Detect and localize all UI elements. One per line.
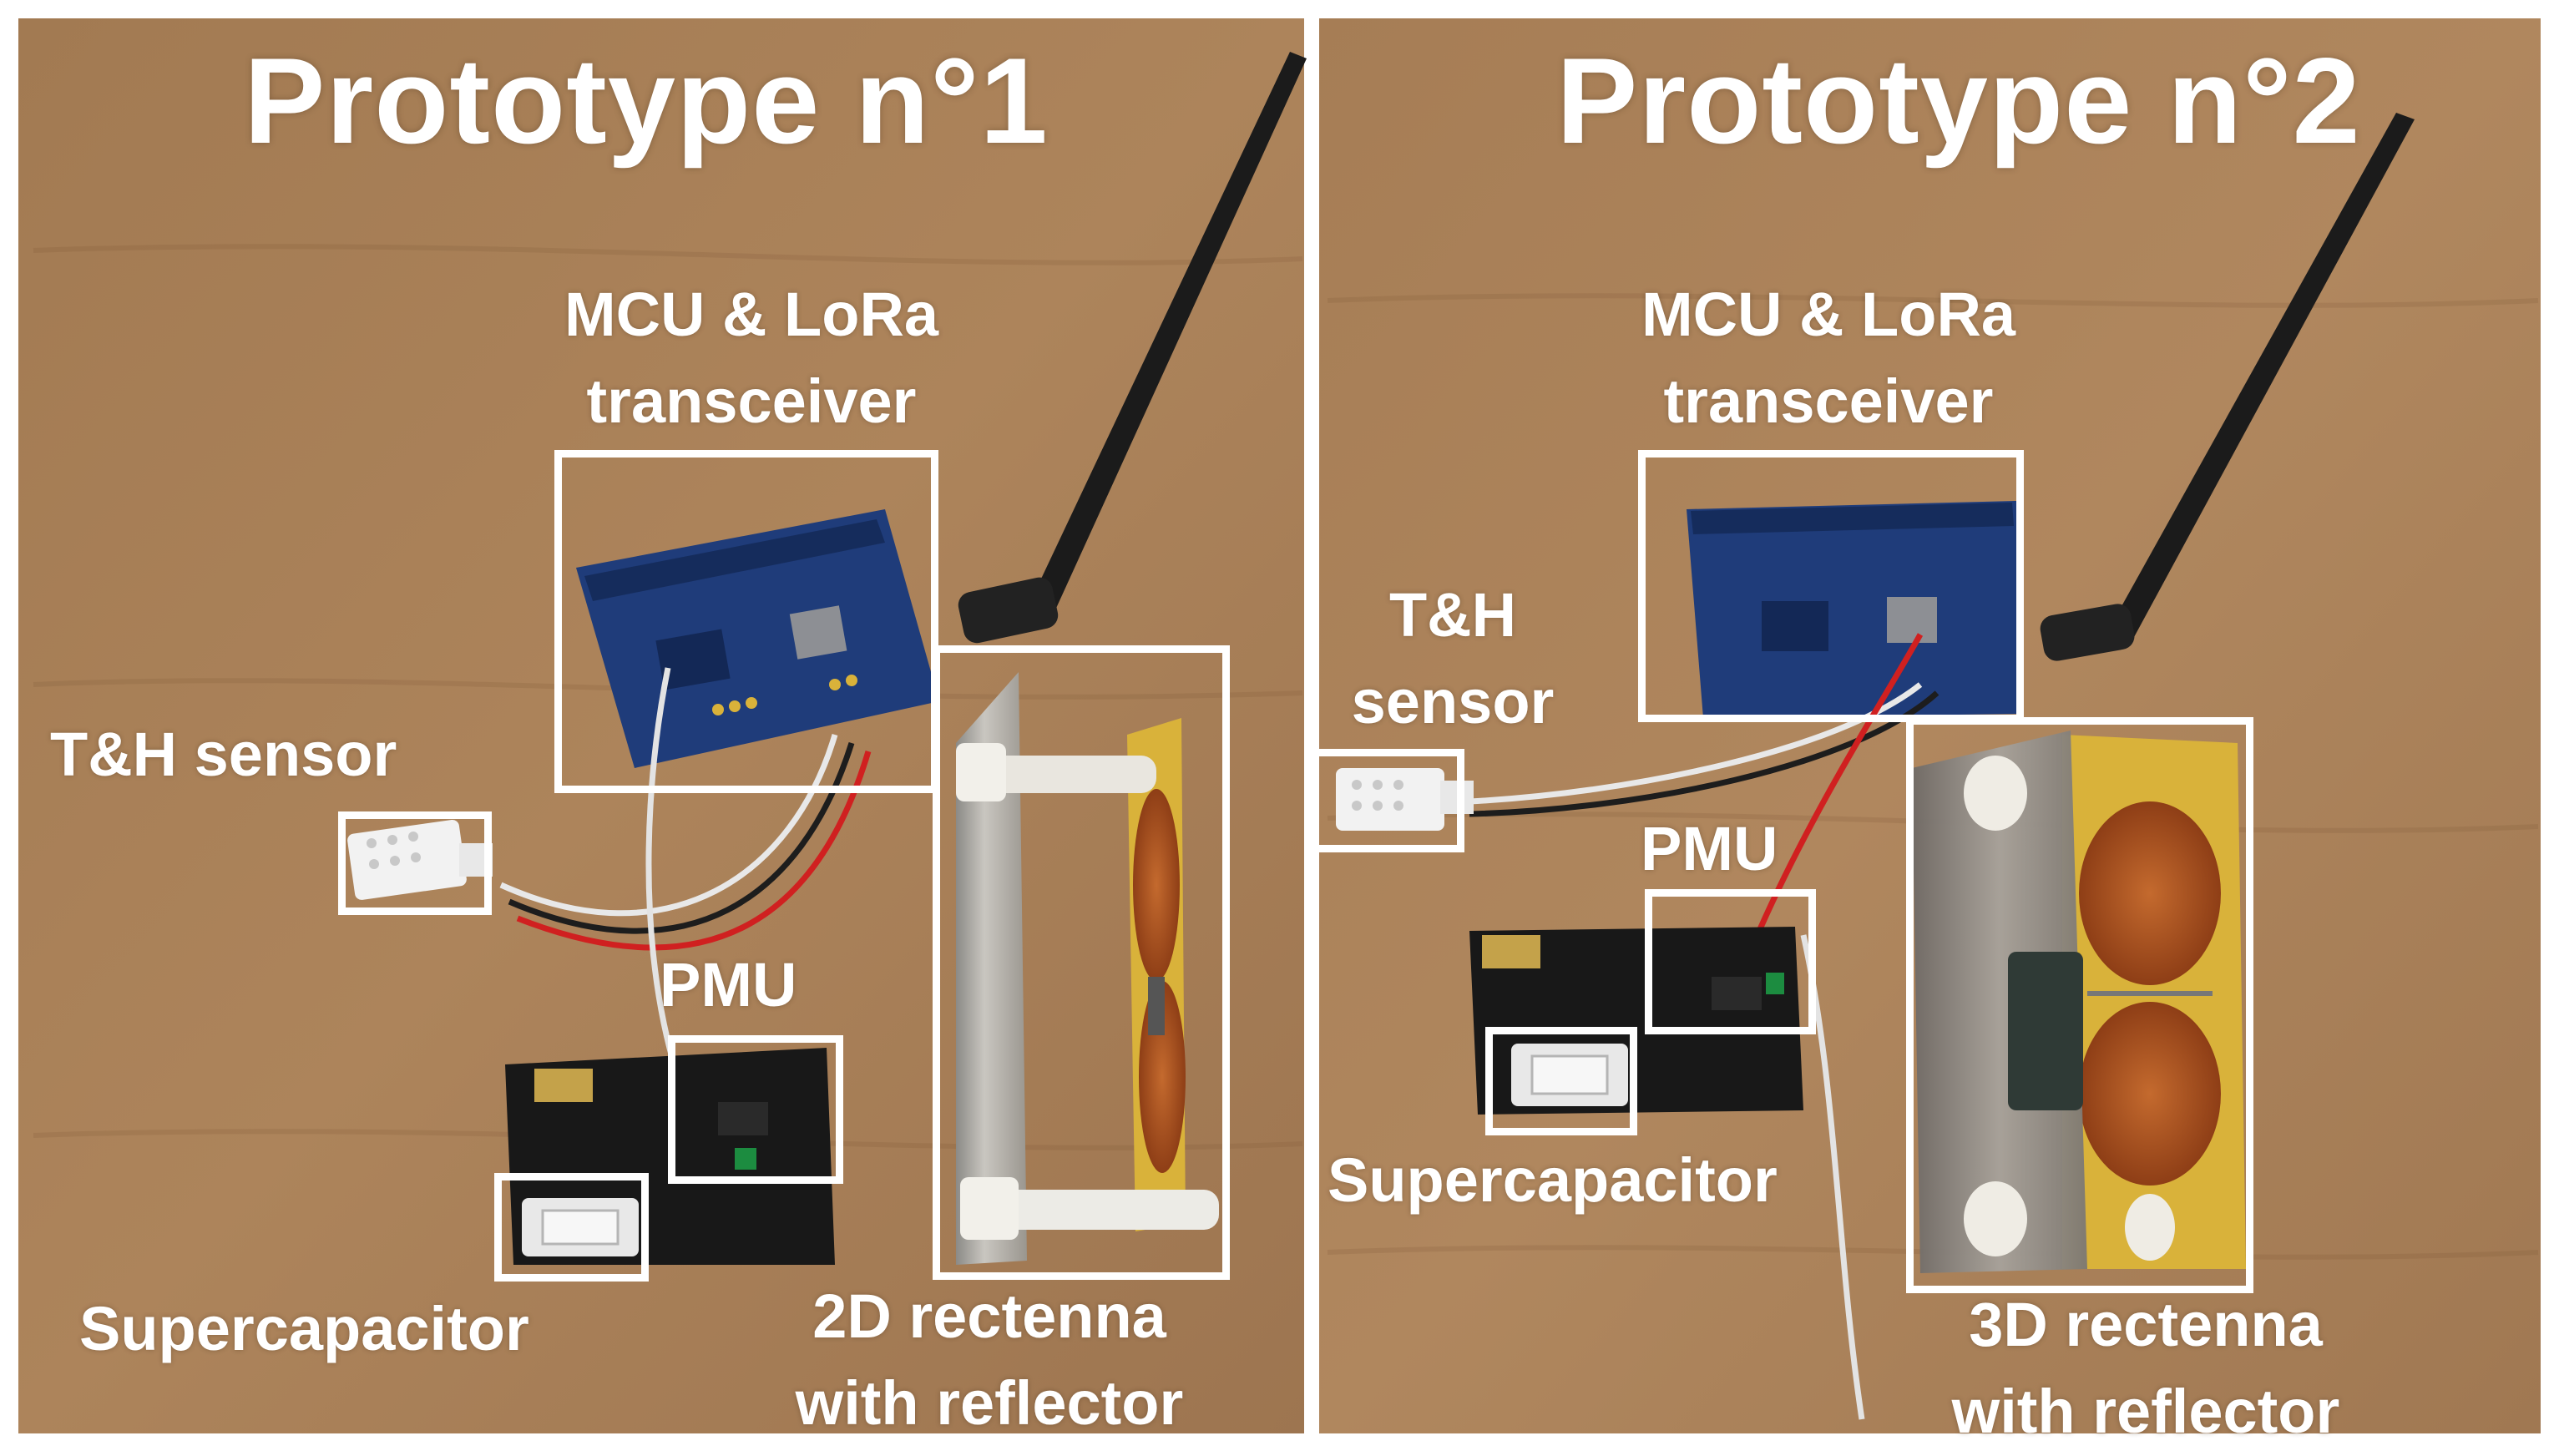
label-th-sensor-1: T&H sensor — [50, 720, 397, 789]
pmu-board-2 — [1469, 927, 1803, 1115]
box-rectenna-3d — [1906, 717, 2253, 1293]
mcu-board-2 — [1687, 501, 2020, 718]
antenna-2 — [2040, 113, 2415, 661]
label-pmu-2: PMU — [1641, 814, 1778, 883]
prototype-1-title: Prototype n°1 — [244, 33, 1049, 169]
label-rectenna-3d: 3D rectenna with reflector — [1951, 1290, 2340, 1446]
rectenna-3d — [1912, 731, 2246, 1273]
box-supercapacitor-1 — [494, 1173, 649, 1282]
box-th-sensor-1 — [338, 811, 492, 915]
rectenna-2d — [956, 672, 1219, 1265]
box-pmu-2 — [1645, 889, 1816, 1034]
label-supercapacitor-2: Supercapacitor — [1328, 1145, 1778, 1215]
box-th-sensor-2 — [1308, 749, 1464, 852]
label-th-sensor-2: T&H sensor — [1351, 580, 1555, 736]
box-mcu-lora-1 — [554, 450, 938, 793]
box-rectenna-2d — [933, 645, 1230, 1280]
label-supercapacitor-1: Supercapacitor — [79, 1294, 529, 1363]
label-pmu-1: PMU — [660, 950, 797, 1019]
box-supercapacitor-2 — [1485, 1027, 1637, 1135]
box-pmu-1 — [668, 1035, 843, 1184]
box-mcu-lora-2 — [1638, 450, 2024, 722]
label-mcu-lora-2: MCU & LoRa transceiver — [1641, 280, 2016, 436]
label-mcu-lora-1: MCU & LoRa transceiver — [564, 280, 939, 436]
antenna-1 — [958, 52, 1307, 644]
label-rectenna-2d: 2D rectenna with reflector — [795, 1282, 1184, 1438]
mcu-board-1 — [576, 509, 939, 768]
prototype-2-title: Prototype n°2 — [1556, 33, 2361, 169]
